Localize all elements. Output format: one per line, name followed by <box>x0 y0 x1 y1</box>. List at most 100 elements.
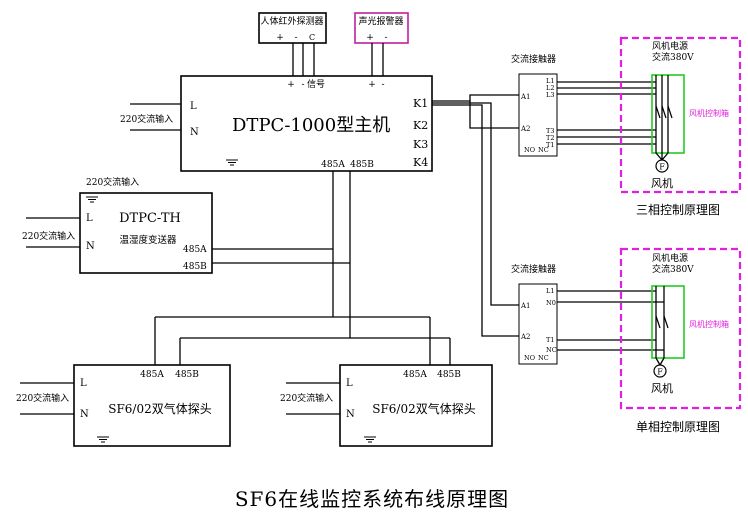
main-terminal-n: N <box>190 127 199 138</box>
fan-cabinet-three-phase: 风机电源 交流380V 风机控制箱 F 风机 <box>619 36 742 194</box>
rs485-bus <box>154 171 451 365</box>
probe-1-input-label: 220交流输入 <box>16 392 69 404</box>
alarm-label: 声光报警器 <box>358 15 403 27</box>
signal-leads <box>292 43 384 76</box>
contactor-1-t2: T2 <box>546 134 554 142</box>
ir-detector: 人体红外探测器 + - C <box>258 12 327 44</box>
relay-k2: K2 <box>413 119 428 132</box>
contactor-1-title: 交流接触器 <box>511 53 556 65</box>
th-power-input: 220交流输入 <box>22 217 80 248</box>
probe-1-terminal-n: N <box>80 409 89 420</box>
main-unit-label: DTPC-1000型主机 <box>232 115 390 136</box>
contactor-2-t1: T1 <box>546 336 554 344</box>
ground-icon <box>364 436 376 443</box>
ir-pin-plus: + <box>276 33 284 43</box>
gas-probe-1: L N 485A 485B SF6/02双气体探头 <box>73 364 231 447</box>
fan-motor-2-icon <box>653 364 667 378</box>
contactor-2-nc-terminal: NC <box>546 346 557 354</box>
fan-motor-1-symbol: F <box>659 163 665 172</box>
main-terminal-l: L <box>190 101 197 112</box>
th-model: DTPC-TH <box>119 211 181 226</box>
main-power-input: 220交流输入 <box>120 103 181 131</box>
probe-2-terminal-l: L <box>346 378 353 389</box>
main-pin-minus-1: - <box>301 80 304 90</box>
contactor-2-l1: L1 <box>546 287 554 295</box>
fan-motor-1-icon <box>655 159 669 173</box>
contactor-2-a1: A1 <box>520 302 531 310</box>
contactor-1-no: NO <box>524 146 535 154</box>
ir-detector-label: 人体红外探测器 <box>260 15 323 27</box>
fan-1-label: 风机 <box>651 176 673 190</box>
ground-icon <box>86 196 98 203</box>
contactor-1-a2: A2 <box>520 125 531 133</box>
contactor-1-l3: L3 <box>546 91 554 99</box>
contactor-2-a2: A2 <box>520 333 531 341</box>
main-pin-signal: 信号 <box>307 78 325 90</box>
probe-1-label: SF6/02双气体探头 <box>108 401 212 416</box>
fan-cabinet-2-outline <box>619 247 742 410</box>
fan-ctrl-2-label: 风机控制箱 <box>689 319 729 329</box>
th-label: 温湿度变送器 <box>119 234 177 246</box>
fan-2-label: 风机 <box>651 381 673 395</box>
main-pin-plus-2: + <box>368 80 376 90</box>
contactor-three-phase: 交流接触器 A1 A2 L1 L2 L3 T3 T2 T1 NO NC <box>511 53 656 157</box>
fan-ctrl-2-green-box <box>651 285 685 359</box>
main-bus-485b: 485B <box>350 160 374 170</box>
relay-k1: K1 <box>413 97 428 110</box>
contactor-2-nc: NC <box>538 354 549 362</box>
gas-probe-2-box <box>339 364 493 447</box>
th-input-side: 220交流输入 <box>22 230 75 242</box>
probe-1-bus-485b: 485B <box>175 370 199 380</box>
fan-power-2-voltage: 交流380V <box>652 263 694 275</box>
contactor-2-n0: N0 <box>546 299 556 307</box>
contactor-1-t1: T1 <box>546 141 554 149</box>
fan-power-2-title: 风机电源 <box>652 252 688 264</box>
probe-2-label: SF6/02双气体探头 <box>372 401 476 416</box>
alarm-box <box>354 12 409 44</box>
contactor-1-a1: A1 <box>520 93 531 101</box>
probe-2-bus-485b: 485B <box>437 370 461 380</box>
contact-switch-icon <box>655 105 673 119</box>
contactor-1-nc: NC <box>538 146 549 154</box>
relay-k3: K3 <box>413 138 428 151</box>
gas-probe-1-box <box>73 364 231 447</box>
ground-icon <box>97 436 109 443</box>
probe-2-terminal-n: N <box>346 409 355 420</box>
fan-cabinet-single-phase: 风机电源 交流380V 风机控制箱 F 风机 <box>619 247 742 410</box>
fan-cabinet-1-outline <box>619 36 742 194</box>
relay-k4: K4 <box>413 156 428 169</box>
th-terminal-n: N <box>86 241 95 252</box>
main-input-label: 220交流输入 <box>120 113 173 125</box>
contactor-1-l2: L2 <box>546 84 554 92</box>
relay-wiring <box>432 94 519 337</box>
th-terminal-l: L <box>86 213 93 224</box>
ir-pin-c: C <box>309 33 315 42</box>
contact-switch-icon <box>655 315 669 329</box>
contactor-1-t3: T3 <box>546 127 554 135</box>
diagram-title: SF6在线监控系统布线原理图 <box>235 487 509 511</box>
th-transmitter: L N DTPC-TH 温湿度变送器 485A 485B 220交流输入 <box>79 176 213 274</box>
gas-probe-2: L N 485A 485B SF6/02双气体探头 <box>339 364 493 447</box>
probe-1-bus-485a: 485A <box>140 370 164 380</box>
th-bus-485a: 485A <box>183 245 207 255</box>
contactor-1-box <box>518 73 558 157</box>
probe-2-power-input: 220交流输入 <box>280 382 340 415</box>
alarm-pin-minus: - <box>384 33 387 43</box>
main-unit-box <box>180 75 433 172</box>
ground-icon <box>226 159 238 166</box>
contactor-2-no: NO <box>524 354 535 362</box>
contactor-2-box <box>518 283 558 365</box>
fan-power-1-title: 风机电源 <box>652 40 688 52</box>
probe-1-power-input: 220交流输入 <box>16 382 74 415</box>
contactor-single-phase: 交流接触器 A1 A2 L1 N0 T1 NC NO NC <box>511 263 664 365</box>
fan-ctrl-1-label: 风机控制箱 <box>689 108 729 118</box>
probe-2-bus-485a: 485A <box>403 370 427 380</box>
single-phase-caption: 单相控制原理图 <box>636 420 720 434</box>
th-input-top: 220交流输入 <box>86 176 139 188</box>
th-bus-485b: 485B <box>183 262 207 272</box>
th-transmitter-box <box>79 192 213 274</box>
probe-1-terminal-l: L <box>80 378 87 389</box>
main-pin-minus-2: - <box>381 80 384 90</box>
contactor-2-title: 交流接触器 <box>511 263 556 275</box>
